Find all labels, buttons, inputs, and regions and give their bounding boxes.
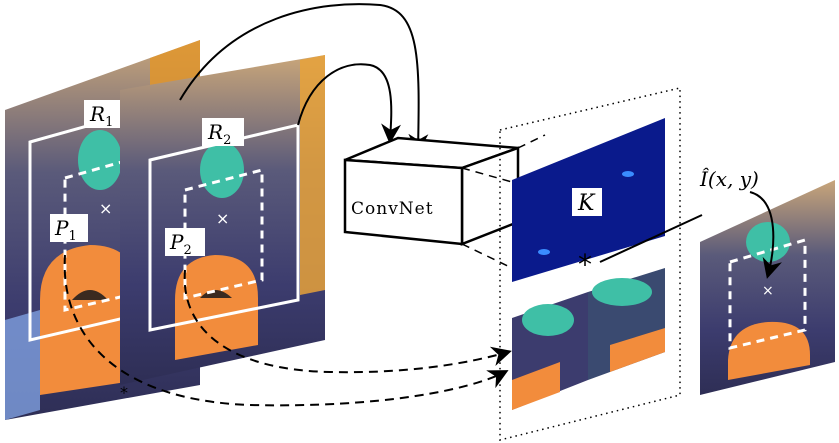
kernel-map: K [512, 118, 665, 282]
frame-1-center-marker: × [99, 199, 112, 218]
patch-p2-box [183, 168, 264, 300]
input-frame-2: × R2 P2 [120, 55, 325, 385]
frame-2-teal-toy [200, 142, 244, 198]
arrow-p2-to-patches [183, 269, 512, 374]
label-r1: R1 [89, 102, 113, 130]
svg-text:*: * [120, 383, 128, 402]
kernel-spot-left [538, 249, 550, 255]
label-p2: P2 [169, 230, 192, 258]
frame-1-teal-toy [78, 130, 122, 190]
frame-2-orange-toy [175, 255, 258, 360]
arrow-p1-to-patches [63, 254, 509, 407]
arrow-r1-to-convnet [179, 3, 429, 154]
output-patch-box [728, 237, 807, 350]
concatenated-patches [512, 268, 665, 410]
kernel-spot-right [622, 171, 634, 177]
label-r2: R2 [207, 120, 231, 148]
convolution-operator: * [578, 248, 592, 281]
convnet-box: ConvNet [343, 136, 520, 246]
frame-2-center-marker: × [216, 209, 229, 228]
output-frame: × [700, 180, 835, 395]
convnet-label: ConvNet [351, 199, 434, 219]
label-p1: P1 [54, 216, 77, 244]
kernel-label: K [577, 191, 596, 216]
arrow-to-output-pixel [749, 191, 782, 279]
region-r2-box [148, 123, 300, 332]
frame-2-image [120, 55, 325, 385]
output-pixel-marker: × [762, 283, 774, 299]
output-pixel-label: Î(x, y) [699, 167, 759, 191]
arrow-r2-to-convnet [297, 63, 402, 144]
